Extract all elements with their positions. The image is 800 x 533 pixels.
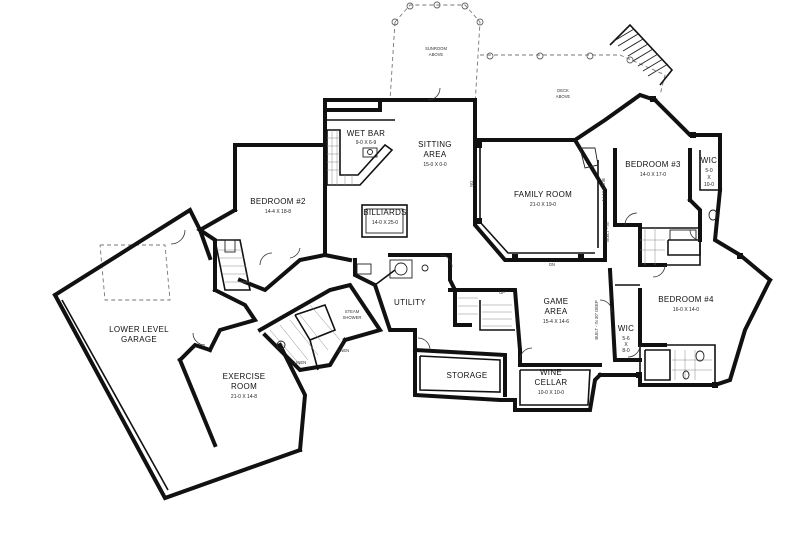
deck-note-2: ABOVE	[556, 94, 571, 99]
dn-note-1: DN	[469, 181, 474, 187]
family-name: FAMILY ROOM	[514, 190, 572, 199]
billiards-name: BILLIARDS	[363, 208, 407, 217]
family-label: FAMILY ROOM 21-0 X 19-0	[514, 190, 572, 208]
bedroom2-dim: 14-4 X 18-8	[265, 209, 291, 215]
wet-bar-sink-icon	[362, 147, 378, 158]
game-name-2: AREA	[545, 307, 568, 316]
up-note: UP	[499, 290, 505, 295]
wine-label: WINE CELLAR 10-0 X 10-0	[535, 368, 568, 396]
wic1-label: WIC 5-0 X 10-0	[701, 156, 717, 188]
utility-name: UTILITY	[394, 298, 426, 307]
sunroom-above-outline	[389, 1, 484, 106]
wic2-dim-2: X	[624, 342, 628, 348]
family-dim: 21-0 X 19-0	[530, 202, 556, 208]
exercise-name-1: EXERCISE	[223, 372, 266, 381]
builtin-tv-note: BUILT-IN TV	[601, 178, 606, 202]
garage-name-2: GARAGE	[121, 335, 157, 344]
wic2-dim-3: 8-0	[622, 348, 629, 354]
builtin-deep-note: BUILT - IN 30" DEEP	[594, 300, 599, 339]
exercise-label: EXERCISE ROOM 21-0 X 14-8	[223, 372, 266, 400]
game-label: GAME AREA 15-4 X 14-6	[543, 297, 569, 325]
wet-bar-tile	[327, 130, 353, 185]
sunroom-note-2: ABOVE	[429, 52, 444, 57]
exercise-name-2: ROOM	[231, 382, 257, 391]
storage-label: STORAGE	[446, 371, 487, 380]
deck-above-outline	[480, 52, 666, 96]
billiards-dim: 14-0 X 25-0	[372, 220, 398, 226]
storage-name: STORAGE	[446, 371, 487, 380]
billiards-table	[361, 204, 408, 238]
utility-label: UTILITY	[394, 298, 426, 307]
wet-bar-name: WET BAR	[347, 129, 385, 138]
bedroom3-dim: 14-0 X 17-0	[640, 172, 666, 178]
wic1-dim-1: 5-0	[705, 168, 712, 174]
exterior-walls	[52, 92, 773, 501]
sitting-dim: 15-0 X 0-0	[423, 162, 447, 168]
bath-tile-right	[640, 228, 712, 380]
bath-tile-left	[269, 304, 341, 366]
deck-stairs	[609, 23, 674, 86]
sunroom-note-1: SUNROOM	[425, 46, 447, 51]
bedroom2-label: BEDROOM #2 14-4 X 18-8	[250, 197, 306, 215]
wine-name-2: CELLAR	[535, 378, 568, 387]
sunroom-note: SUNROOM ABOVE	[425, 46, 447, 57]
bedroom3-label: BEDROOM #3 14-0 X 17-0	[625, 160, 681, 178]
dn-note-2: DN	[549, 262, 555, 267]
steam-note-1: STEAM	[345, 309, 360, 314]
door-swings	[170, 87, 701, 361]
billiards-label: BILLIARDS 14-0 X 25-0	[363, 208, 407, 226]
wic2-name: WIC	[618, 324, 634, 333]
sitting-label: SITTING AREA 15-0 X 0-0	[418, 140, 452, 168]
bath-fixtures	[224, 209, 718, 380]
stair-treads	[217, 249, 512, 327]
deck-note-1: DECK	[557, 88, 569, 93]
wine-name-1: WINE	[540, 368, 562, 377]
linen-note-2: LINEN	[337, 348, 349, 353]
wic2-label: WIC 5-6 X 8-0	[618, 324, 634, 354]
steam-note-2: SHOWER	[343, 315, 362, 320]
wet-bar-label: WET BAR 9-0 X 6-9	[347, 129, 385, 146]
wine-dim: 10-0 X 10-0	[538, 390, 564, 396]
garage-label: LOWER LEVEL GARAGE	[109, 325, 169, 344]
bedroom4-label: BEDROOM #4 16-0 X 14-0	[658, 295, 714, 313]
deck-note: DECK ABOVE	[556, 88, 571, 99]
built-in-note: BUILT - IN	[605, 222, 610, 241]
sitting-name-1: SITTING	[418, 140, 452, 149]
linen-note-1: LINEN	[294, 360, 306, 365]
sitting-name-2: AREA	[424, 150, 447, 159]
bedroom4-name: BEDROOM #4	[658, 295, 714, 304]
wic1-name: WIC	[701, 156, 717, 165]
game-dim: 15-4 X 14-6	[543, 319, 569, 325]
wet-bar-dim: 9-0 X 6-9	[356, 140, 377, 146]
window-posts	[476, 96, 743, 388]
family-fireplace	[579, 147, 599, 169]
steam-note: STEAM SHOWER	[343, 309, 362, 320]
wic1-dim-2: X	[707, 175, 711, 181]
utility-appliances	[356, 259, 429, 279]
bedroom4-dim: 16-0 X 14-0	[673, 307, 699, 313]
bedroom2-name: BEDROOM #2	[250, 197, 306, 206]
bedroom3-name: BEDROOM #3	[625, 160, 681, 169]
garage-door-outline	[99, 244, 171, 301]
wic1-dim-3: 10-0	[704, 182, 714, 188]
wic2-dim-1: 5-6	[622, 336, 629, 342]
game-name-1: GAME	[544, 297, 569, 306]
exercise-dim: 21-0 X 14-8	[231, 394, 257, 400]
garage-name-1: LOWER LEVEL	[109, 325, 169, 334]
